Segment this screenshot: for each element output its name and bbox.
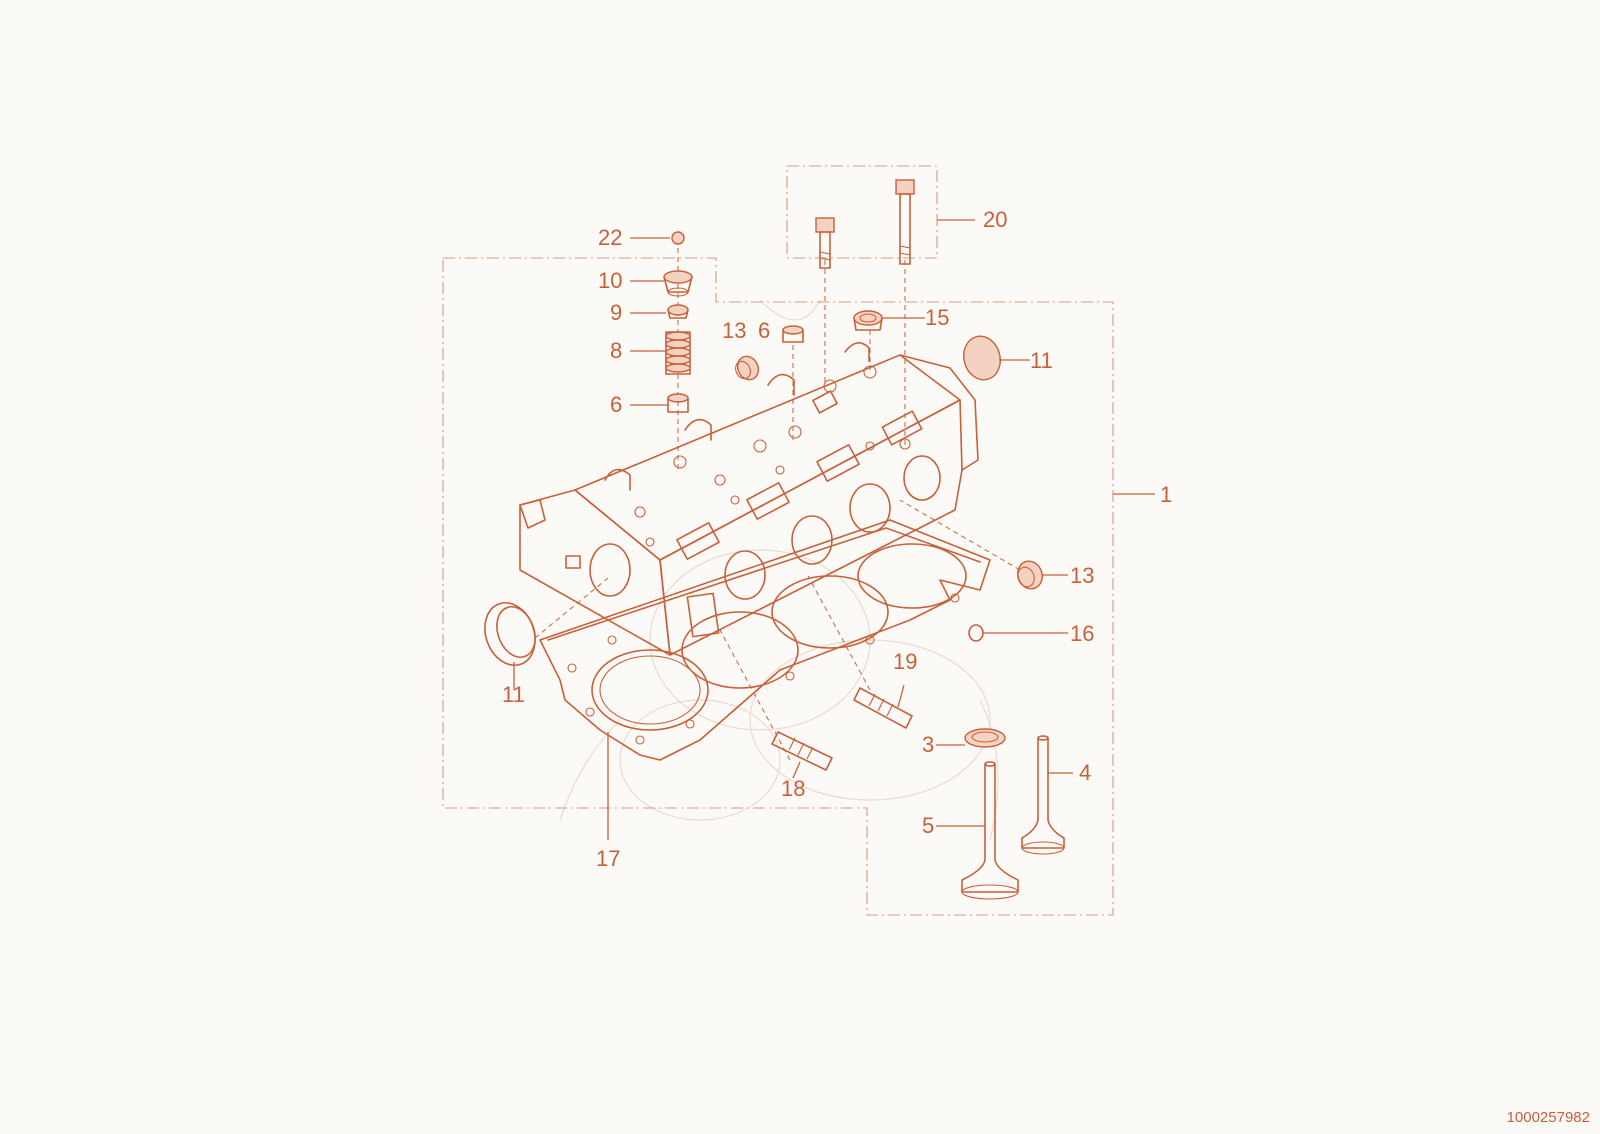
plug-upper xyxy=(735,355,760,381)
callout-10: 10 xyxy=(598,268,623,293)
callout-17: 17 xyxy=(596,846,621,871)
callout-20: 20 xyxy=(983,207,1008,232)
spring-seat-left xyxy=(667,393,689,413)
callout-22: 22 xyxy=(598,225,623,250)
valve-guide-cap xyxy=(853,310,883,331)
callout-5: 5 xyxy=(922,813,935,838)
valve-seat-ring xyxy=(964,728,1006,748)
exhaust-valve xyxy=(1021,735,1065,855)
callout-9: 9 xyxy=(610,300,623,325)
callout-6-middle: 6 xyxy=(758,318,771,343)
callout-15: 15 xyxy=(925,305,950,330)
intake-valve xyxy=(961,761,1019,900)
callout-3: 3 xyxy=(922,732,935,757)
callout-6-left: 6 xyxy=(610,392,623,417)
callout-11-left: 11 xyxy=(502,682,525,707)
plug-right xyxy=(1017,560,1043,590)
seal-ring-left xyxy=(484,602,536,666)
spring-seat-middle xyxy=(782,325,804,343)
cylinder-head xyxy=(519,342,979,656)
assembly-frame xyxy=(442,257,1114,916)
callout-leaders xyxy=(513,219,1155,840)
document-number: 1000257982 xyxy=(1506,1109,1590,1126)
assembly-hint-lines xyxy=(534,248,1021,761)
callout-16: 16 xyxy=(1070,621,1095,646)
spring-retainer xyxy=(663,270,693,297)
head-bolts xyxy=(815,179,915,269)
callout-18: 18 xyxy=(781,776,806,801)
callout-1: 1 xyxy=(1160,482,1173,507)
callout-11-right: 11 xyxy=(1030,348,1053,373)
callout-4: 4 xyxy=(1079,760,1092,785)
blanking-cap-right xyxy=(963,335,1001,381)
head-gasket xyxy=(539,519,991,761)
callout-13-upper: 13 xyxy=(722,318,747,343)
stud-19 xyxy=(853,687,913,729)
stud-18 xyxy=(771,731,833,771)
dowel-pin xyxy=(968,624,984,642)
callout-8: 8 xyxy=(610,338,623,363)
callout-13-right: 13 xyxy=(1070,563,1095,588)
watermark-figure xyxy=(559,299,999,841)
valve-spring xyxy=(665,331,691,375)
bolt-group-frame xyxy=(786,165,938,259)
callout-19: 19 xyxy=(893,649,918,674)
valve-collet xyxy=(671,231,685,245)
valve-stem-seal xyxy=(667,304,689,319)
